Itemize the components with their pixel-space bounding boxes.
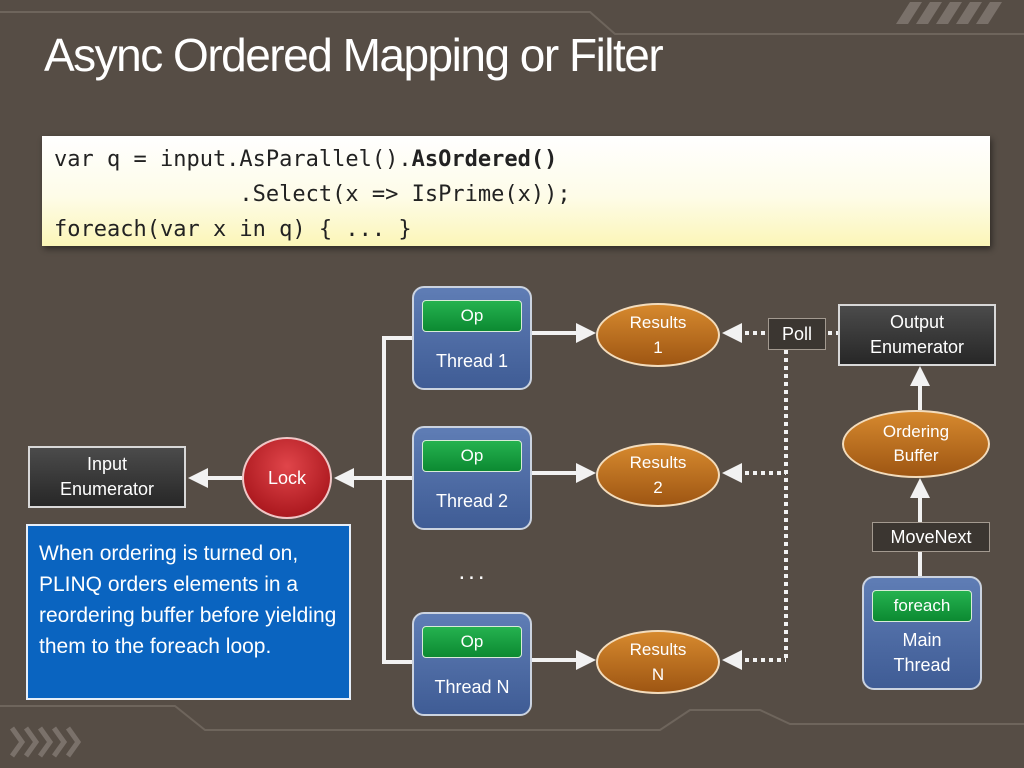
output-enumerator-box: Output Enumerator (838, 304, 996, 366)
poll-label: Poll (768, 318, 826, 350)
thread-2-box: Op Thread 2 (412, 426, 532, 530)
main-thread-label: Main Thread (893, 630, 951, 675)
ordering-buffer-node: Ordering Buffer (842, 410, 990, 478)
main-thread-box: foreach Main Thread (862, 576, 982, 690)
thread-1-box: Op Thread 1 (412, 286, 532, 390)
lock-node: Lock (242, 437, 332, 519)
thread-n-box: Op Thread N (412, 612, 532, 716)
header-stripes-icon (896, 2, 1002, 24)
code-line-1: var q = input.AsParallel().AsOrdered() (54, 142, 978, 177)
code-line-1-prefix: var q = input.AsParallel(). (54, 147, 412, 172)
code-line-2: .Select(x => IsPrime(x)); (54, 182, 571, 207)
input-enumerator-box: Input Enumerator (28, 446, 186, 508)
explanation-note: When ordering is turned on, PLINQ orders… (26, 524, 351, 700)
connectors (188, 323, 930, 670)
thread-2-op: Op (422, 440, 522, 472)
results-1-node: Results 1 (596, 303, 720, 367)
thread-2-label: Thread 2 (435, 491, 509, 511)
code-line-3: foreach(var x in q) { ... } (54, 217, 412, 242)
main-thread-op: foreach (872, 590, 972, 622)
thread-1-label: Thread 1 (435, 351, 509, 371)
code-block: var q = input.AsParallel().AsOrdered() .… (42, 136, 990, 246)
footer-chevrons-icon (9, 726, 82, 758)
results-2-node: Results 2 (596, 443, 720, 507)
thread-n-op: Op (422, 626, 522, 658)
page-title: Async Ordered Mapping or Filter (44, 29, 664, 81)
thread-n-label: Thread N (434, 677, 510, 697)
thread-ellipsis: ... (458, 558, 488, 585)
movenext-label: MoveNext (872, 522, 990, 552)
thread-1-op: Op (422, 300, 522, 332)
code-line-1-bold: AsOrdered() (411, 147, 558, 172)
results-n-node: Results N (596, 630, 720, 694)
